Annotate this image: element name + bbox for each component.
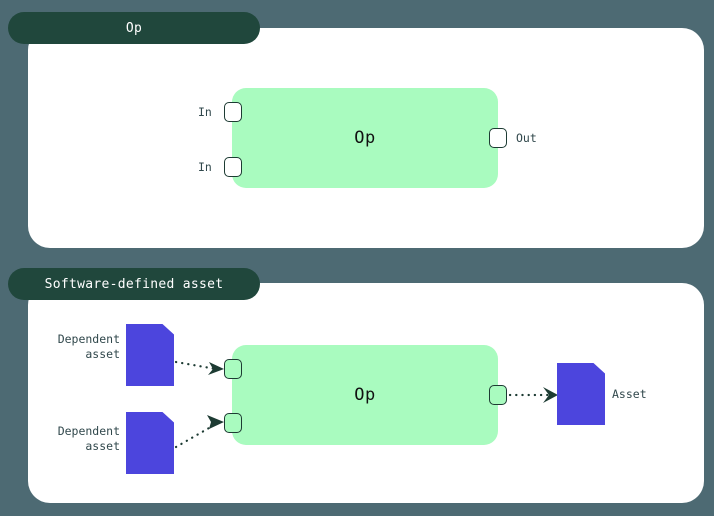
op-node-1[interactable]: Op [232, 88, 498, 188]
asset-label: Asset [612, 387, 647, 401]
op-node-1-label: Op [354, 128, 376, 148]
port-output-1-label: Out [516, 131, 537, 145]
port-input-3[interactable] [224, 359, 242, 379]
port-input-2-label: In [198, 160, 212, 174]
port-input-1[interactable] [224, 102, 242, 122]
port-output-2[interactable] [489, 385, 507, 405]
port-output-1[interactable] [489, 128, 507, 148]
dependent-asset-1-label: Dependent asset [57, 332, 120, 361]
document-icon-dependent-asset-1[interactable] [126, 324, 174, 386]
panel-tab-op[interactable]: Op [8, 12, 260, 44]
document-icon-asset[interactable] [557, 363, 605, 425]
op-node-2-label: Op [354, 385, 376, 405]
port-input-1-label: In [198, 105, 212, 119]
port-input-2[interactable] [224, 157, 242, 177]
document-icon-dependent-asset-2[interactable] [126, 412, 174, 474]
panel-tab-software-defined-asset[interactable]: Software-defined asset [8, 268, 260, 300]
op-node-2[interactable]: Op [232, 345, 498, 445]
port-input-4[interactable] [224, 413, 242, 433]
dependent-asset-2-label: Dependent asset [57, 424, 120, 453]
